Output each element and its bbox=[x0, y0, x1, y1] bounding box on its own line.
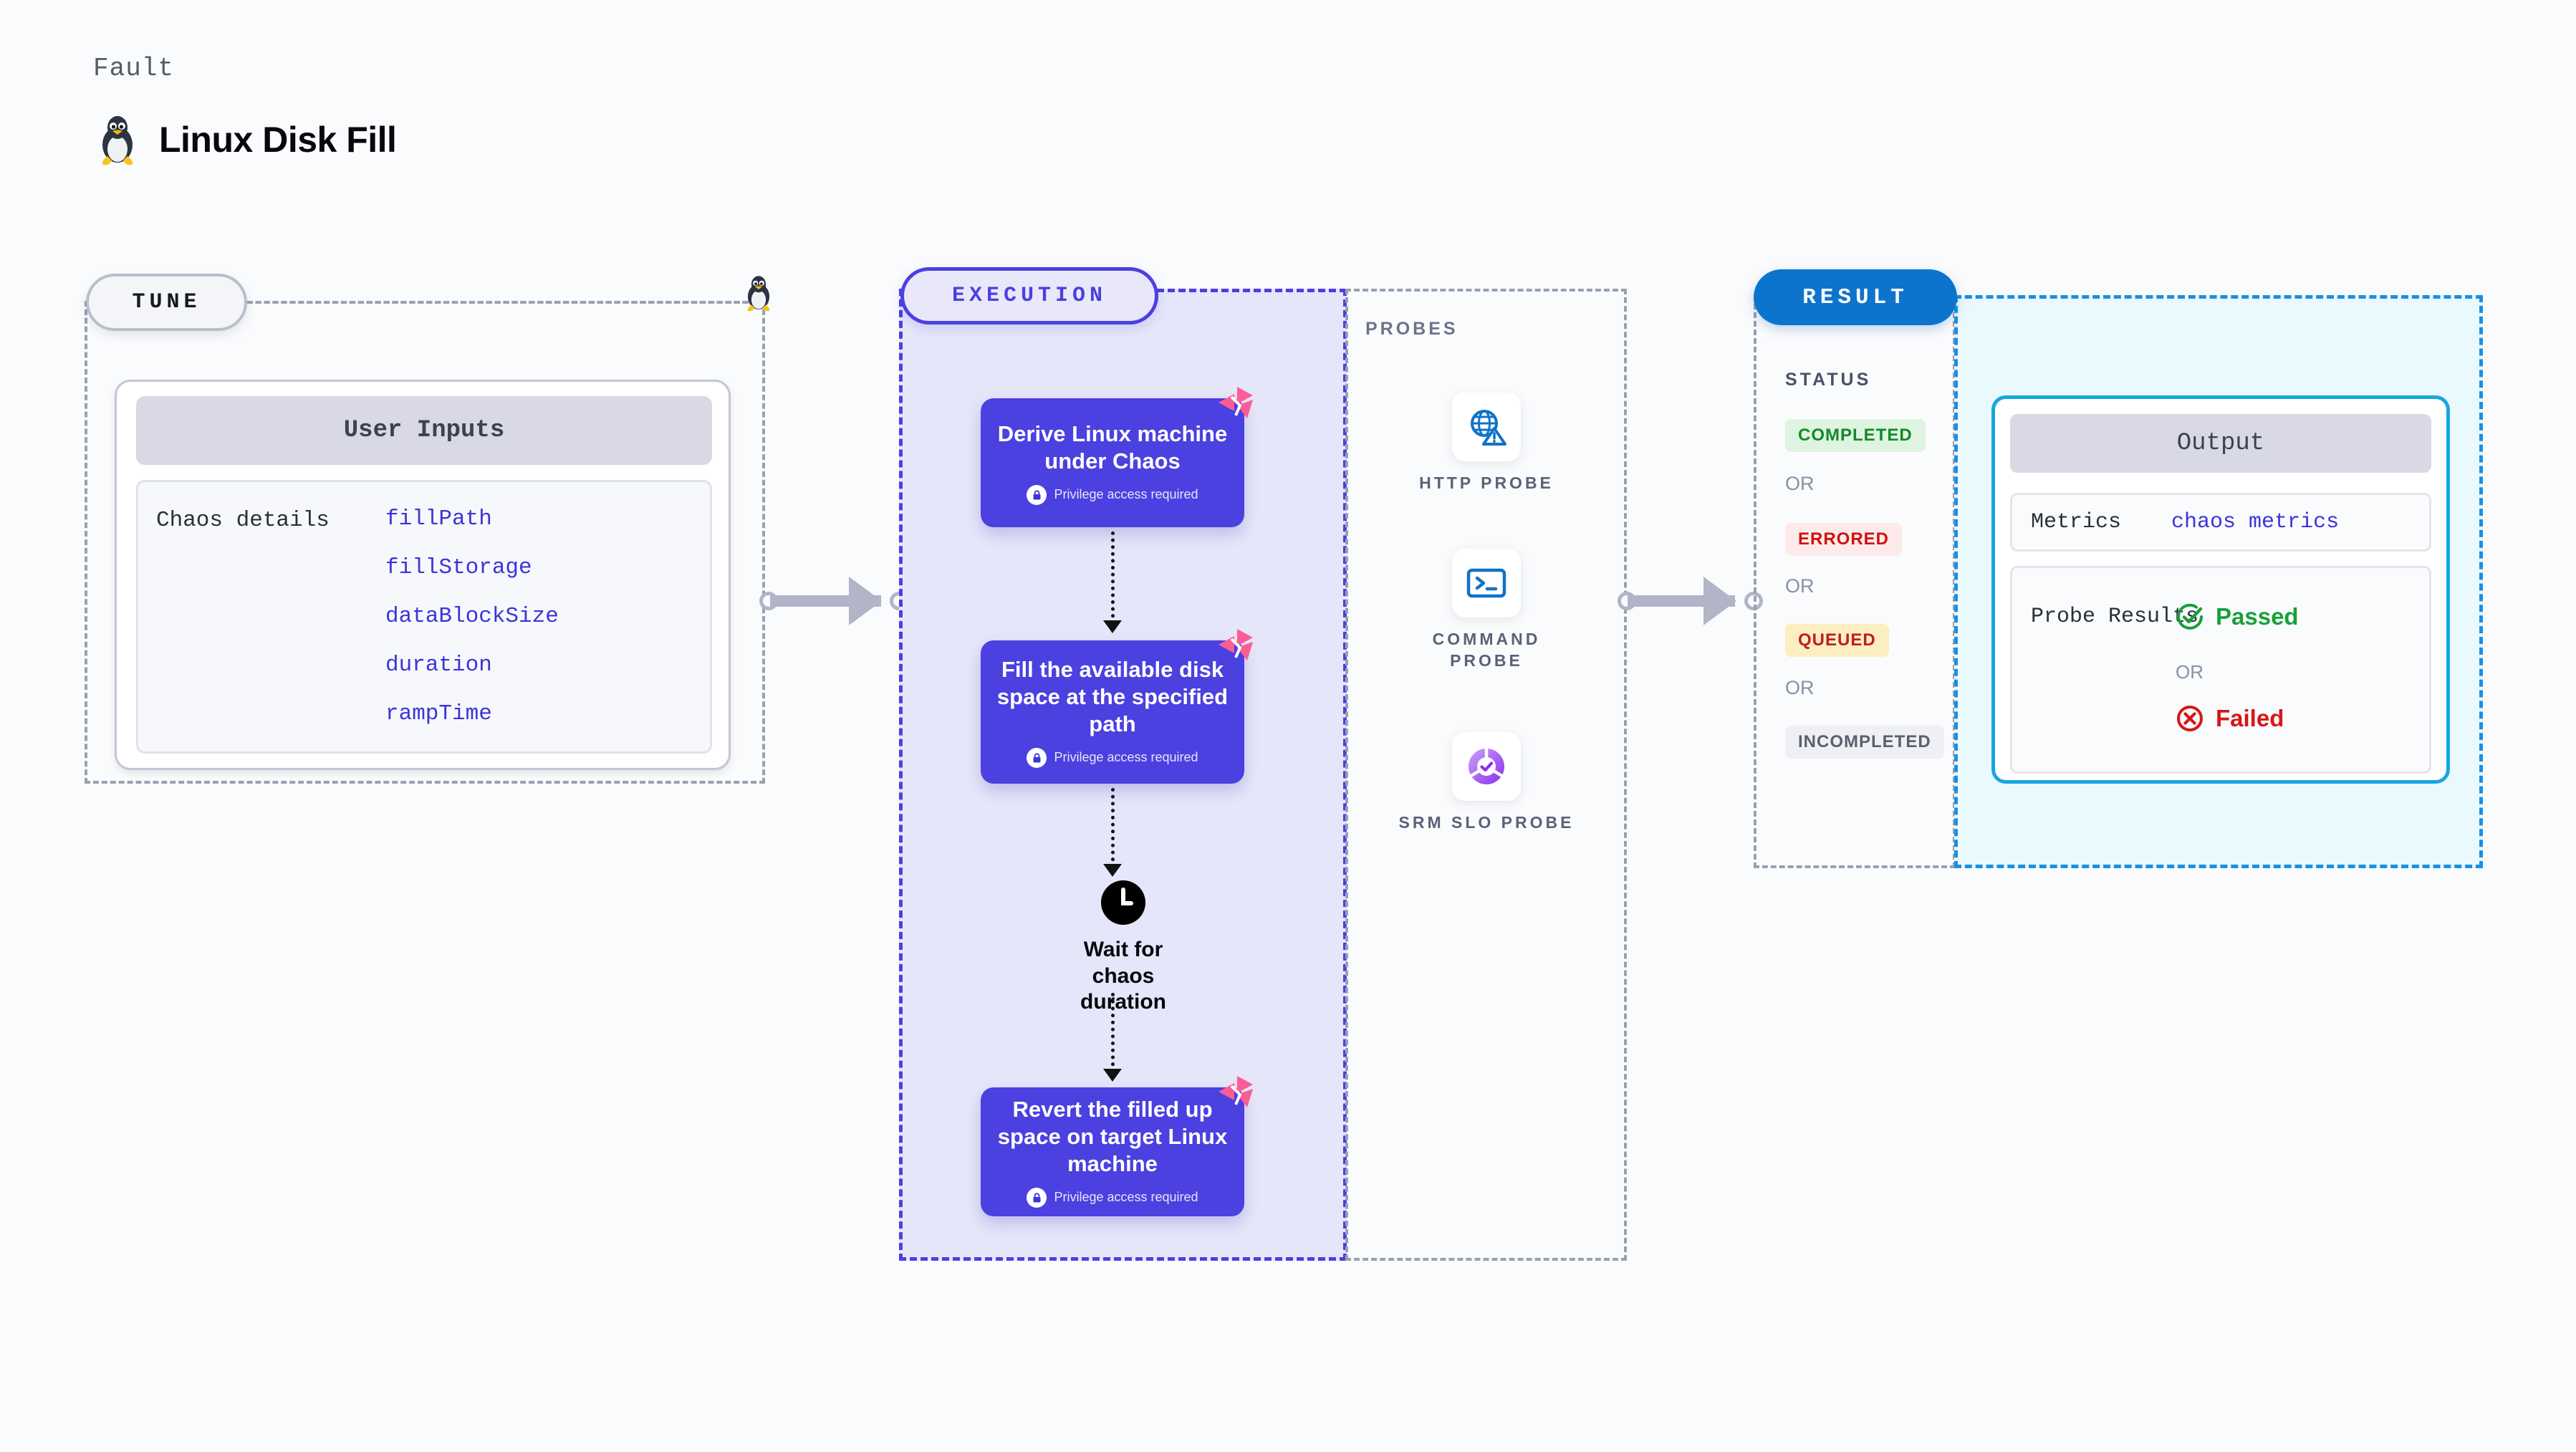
execution-step-text: Revert the filled up space on target Lin… bbox=[997, 1097, 1228, 1176]
param-fillpath[interactable]: fillPath bbox=[385, 506, 492, 532]
flow-arrowhead bbox=[1103, 1069, 1122, 1082]
chaos-details-panel: Chaos details fillPath fillStorage dataB… bbox=[136, 480, 712, 754]
probe-item-srm-slo[interactable]: SRM SLO PROBE bbox=[1393, 732, 1580, 834]
probe-result-passed: Passed bbox=[2176, 602, 2299, 631]
probes-section-label: PROBES bbox=[1365, 319, 1458, 339]
privilege-note: Privilege access required bbox=[1027, 1187, 1198, 1208]
connector-arrow-2 bbox=[1703, 577, 1736, 625]
probe-label: SRM SLO PROBE bbox=[1398, 813, 1575, 832]
probe-label: COMMAND PROBE bbox=[1432, 630, 1541, 670]
or-separator: OR bbox=[1785, 575, 1815, 597]
execution-step-text: Fill the available disk space at the spe… bbox=[996, 657, 1229, 736]
probe-tile bbox=[1452, 393, 1521, 461]
status-badge-queued: QUEUED bbox=[1785, 624, 1889, 657]
probe-tile bbox=[1452, 732, 1521, 801]
probe-results-key: Probe Results bbox=[2031, 605, 2199, 629]
param-fillstorage[interactable]: fillStorage bbox=[385, 555, 532, 580]
tune-top-dashed-line bbox=[247, 301, 749, 304]
probe-label: HTTP PROBE bbox=[1419, 473, 1554, 492]
status-section-label: STATUS bbox=[1785, 370, 1872, 390]
flow-arrowhead bbox=[1103, 864, 1122, 877]
fault-kicker: Fault bbox=[93, 54, 175, 83]
or-separator: OR bbox=[1785, 473, 1815, 494]
privilege-note: Privilege access required bbox=[1027, 747, 1198, 768]
litmus-logo-icon bbox=[1219, 1076, 1253, 1107]
lock-icon bbox=[1027, 747, 1047, 768]
wait-node-text: Wait for chaos duration bbox=[1080, 938, 1166, 1014]
lock-icon bbox=[1027, 1187, 1047, 1208]
wait-node: Wait for chaos duration bbox=[1059, 880, 1188, 1016]
flow-arrowhead bbox=[1103, 620, 1122, 633]
failed-label: Failed bbox=[2216, 705, 2284, 731]
execution-badge[interactable]: EXECUTION bbox=[900, 267, 1158, 324]
user-inputs-title: User Inputs bbox=[136, 396, 712, 465]
check-circle-icon bbox=[2177, 603, 2203, 630]
probe-item-http[interactable]: HTTP PROBE bbox=[1393, 393, 1580, 494]
execution-step-text: Derive Linux machine under Chaos bbox=[997, 421, 1228, 473]
page-title-text: Linux Disk Fill bbox=[159, 120, 397, 160]
metrics-value[interactable]: chaos metrics bbox=[2171, 510, 2340, 534]
status-badge-completed: COMPLETED bbox=[1785, 419, 1926, 452]
output-card-title: Output bbox=[2010, 414, 2431, 473]
slo-donut-check-icon bbox=[1469, 749, 1504, 784]
litmus-logo-icon bbox=[1219, 629, 1253, 660]
page-title: Linux Disk Fill bbox=[95, 113, 397, 166]
flow-line bbox=[1111, 993, 1118, 1073]
connector-arrow-1 bbox=[849, 577, 882, 625]
litmus-logo-icon bbox=[1219, 387, 1253, 418]
privilege-note-text: Privilege access required bbox=[1054, 750, 1198, 765]
output-probe-results-row: Probe Results Passed OR Failed bbox=[2010, 566, 2431, 774]
linux-penguin-icon bbox=[102, 116, 133, 165]
status-badge-errored: ERRORED bbox=[1785, 523, 1903, 556]
probe-item-command[interactable]: COMMAND PROBE bbox=[1393, 549, 1580, 672]
result-badge[interactable]: RESULT bbox=[1754, 269, 1957, 325]
lock-icon bbox=[1027, 484, 1047, 505]
tune-badge[interactable]: TUNE bbox=[86, 274, 247, 331]
param-datablocksize[interactable]: dataBlockSize bbox=[385, 604, 559, 629]
privilege-note-text: Privilege access required bbox=[1054, 1190, 1198, 1205]
chaos-parameter-list: fillPath fillStorage dataBlockSize durat… bbox=[385, 506, 559, 726]
execution-step-card[interactable]: Derive Linux machine under Chaos Privile… bbox=[981, 387, 1253, 527]
param-duration[interactable]: duration bbox=[385, 653, 492, 678]
privilege-note-text: Privilege access required bbox=[1054, 487, 1198, 502]
or-separator: OR bbox=[1785, 677, 1815, 698]
execution-step-card[interactable]: Revert the filled up space on target Lin… bbox=[981, 1076, 1253, 1216]
privilege-note: Privilege access required bbox=[1027, 484, 1198, 505]
or-separator: OR bbox=[2176, 661, 2203, 683]
clock-icon bbox=[1101, 880, 1145, 925]
globe-warning-icon bbox=[1471, 410, 1506, 446]
x-circle-icon bbox=[2177, 706, 2203, 731]
output-metrics-row: Metrics chaos metrics bbox=[2010, 493, 2431, 552]
linux-penguin-icon-marker bbox=[747, 276, 770, 312]
metrics-key: Metrics bbox=[2031, 510, 2122, 534]
probes-section bbox=[1345, 289, 1627, 1261]
flow-line bbox=[1111, 788, 1118, 868]
probe-result-failed: Failed bbox=[2176, 704, 2284, 733]
passed-label: Passed bbox=[2216, 603, 2299, 630]
terminal-icon bbox=[1466, 568, 1506, 598]
execution-step-card[interactable]: Fill the available disk space at the spe… bbox=[981, 629, 1253, 784]
chaos-details-label: Chaos details bbox=[156, 508, 330, 533]
flow-line bbox=[1111, 532, 1118, 625]
probe-tile bbox=[1452, 549, 1521, 617]
param-ramptime[interactable]: rampTime bbox=[385, 701, 492, 726]
status-badge-incompleted: INCOMPLETED bbox=[1785, 726, 1944, 759]
